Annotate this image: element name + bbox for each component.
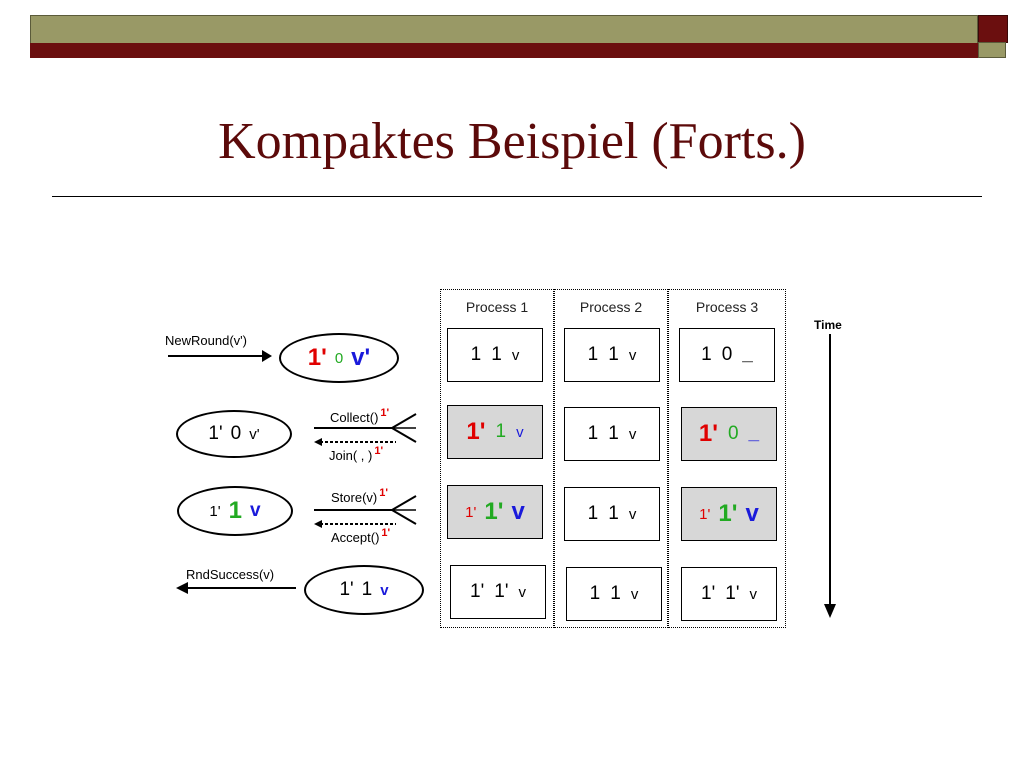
slide-title: Kompaktes Beispiel (Forts.) [218,113,806,170]
store-marker: 1' [379,487,388,499]
ellipse-value: 1 [361,579,373,600]
cell-value: _ [742,344,753,365]
cell-value: 1 [587,344,599,365]
cell-value: 1' [465,503,477,521]
cell-value: _ [748,423,760,444]
process-1-column: Process 1 [440,289,554,628]
ellipse-value: 0 [334,349,344,367]
collect-label: Collect()1' [330,407,390,425]
cell-value: v [749,585,757,603]
collect-text: Collect() [330,410,379,425]
cell-value: v [511,346,520,364]
cell-value: v [628,505,637,523]
accept-label: Accept()1' [331,527,391,545]
p3-cell-row1: 1 0 _ [679,328,775,382]
title-divider [52,196,982,197]
process-1-header: Process 1 [465,299,529,315]
p3-cell-row3: 1' 1' v [681,487,777,541]
state-ellipse-collect: 1' 0 v' [176,410,292,458]
p3-cell-row4: 1' 1' v [681,567,777,621]
process-3-column: Process 3 [668,289,786,628]
collect-marker: 1' [380,407,390,419]
cell-value: 1 [587,503,599,524]
p2-cell-row2: 1 1 v [564,407,660,461]
rnd-success-label: RndSuccess(v) [186,567,275,582]
process-2-header: Process 2 [579,299,643,315]
cell-value: 0 [721,344,733,365]
state-ellipse-newround: 1' 0 v' [279,333,399,383]
new-round-label: NewRound(v') [165,333,247,348]
header-square-maroon [978,15,1008,43]
cell-value: 1 [491,344,502,365]
join-text: Join( , ) [329,448,373,463]
accept-marker: 1' [381,527,391,539]
p3-cell-row2: 1' 0 _ [681,407,777,461]
time-arrow [824,334,836,618]
join-label: Join( , )1' [329,445,384,463]
cell-value: 0 [727,423,739,444]
ellipse-value: 1 [228,497,242,524]
store-label: Store(v)1' [331,487,388,505]
p1-cell-row3: 1' 1' v [447,485,543,539]
ellipse-value: 0 [230,423,242,444]
cell-value: 1' [718,500,738,527]
process-2-column: Process 2 [554,289,668,628]
cell-value: 1 [608,423,619,444]
cell-value: 1' [698,420,718,447]
p1-cell-row4: 1' 1' v [450,565,546,619]
cell-value: v [745,500,759,527]
cell-value: 1' [466,418,486,445]
ellipse-value: 1' [307,344,327,371]
ellipse-value: 1' [339,579,354,600]
p1-cell-row1: 1 1 v [447,328,543,382]
ellipse-value: v [380,581,389,599]
state-ellipse-rndsuccess: 1' 1 v [304,565,424,615]
message-arrows [168,350,417,594]
cell-value: v [630,585,639,603]
cell-value: 1 [701,344,712,365]
join-marker: 1' [374,445,384,457]
header-bar [30,15,978,45]
cell-value: v [628,425,637,443]
cell-value: v [511,498,525,525]
p2-cell-row1: 1 1 v [564,328,660,382]
cell-value: 1 [470,344,482,365]
cell-value: 1 [589,583,601,604]
cell-value: 1' [701,583,716,604]
cell-value: 1' [699,505,711,523]
cell-value: 1 [608,503,619,524]
process-3-header: Process 3 [695,299,759,315]
ellipse-value: 1' [208,423,223,444]
cell-value: 1' [494,581,509,602]
ellipse-value: v' [249,425,260,443]
cell-value: 1' [470,581,485,602]
accept-text: Accept() [331,530,380,545]
ellipse-value: v' [351,344,371,371]
state-ellipse-store: 1' 1 v [177,486,293,536]
cell-value: 1' [484,498,504,525]
cell-value: 1 [495,421,507,442]
cell-value: v [518,583,526,601]
ellipse-value: v [250,500,261,521]
cell-value: 1 [587,423,599,444]
cell-value: 1 [608,344,619,365]
cell-value: v [628,346,637,364]
header-underline-bar [30,43,1006,58]
cell-value: 1 [610,583,621,604]
store-text: Store(v) [331,490,378,505]
time-label: Time [814,318,842,332]
p1-cell-row2: 1' 1 v [447,405,543,459]
cell-value: 1' [725,583,740,604]
cell-value: v [516,423,524,441]
p2-cell-row3: 1 1 v [564,487,660,541]
p2-cell-row4: 1 1 v [566,567,662,621]
ellipse-value: 1' [209,502,221,520]
header-square-olive [978,42,1006,58]
